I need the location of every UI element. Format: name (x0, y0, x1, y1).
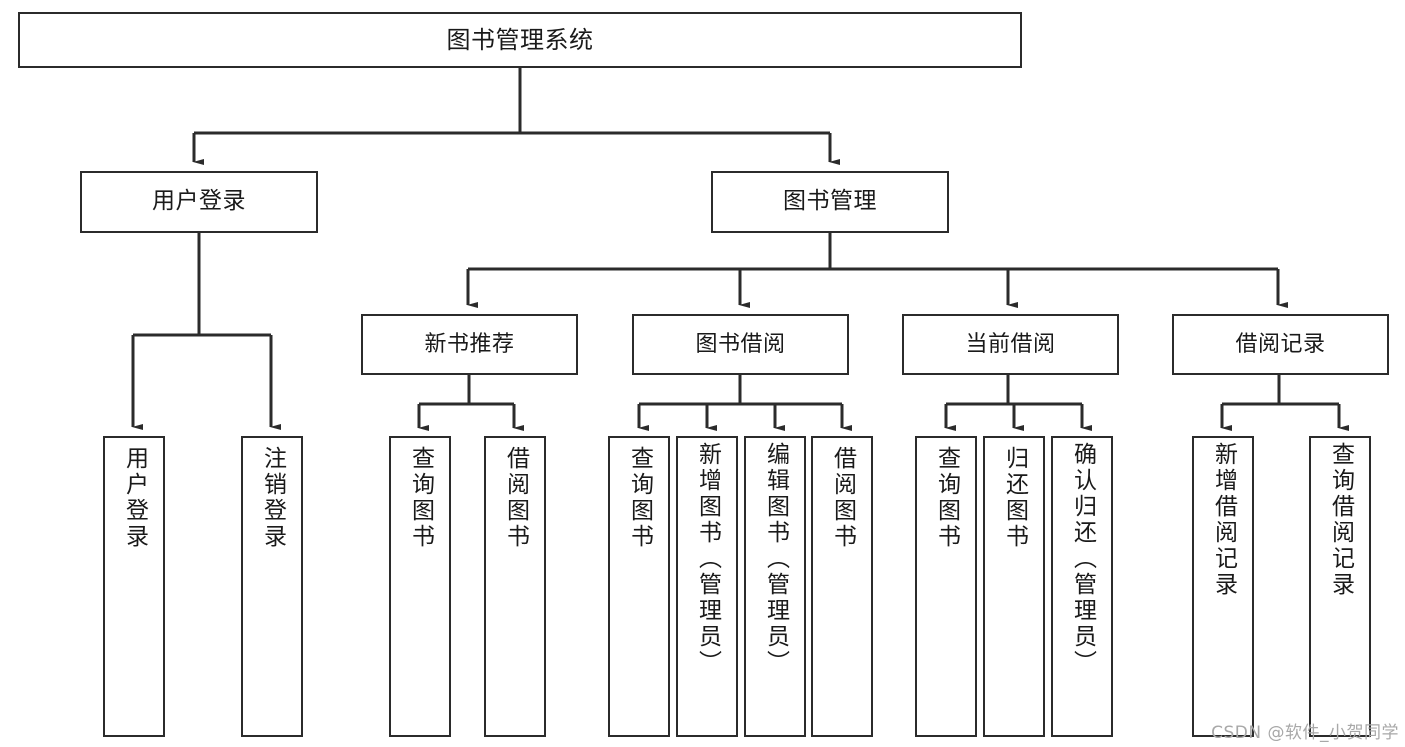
node-new-book-recommendation[interactable]: 新书推荐 (361, 314, 578, 375)
node-user-login[interactable]: 用户登录 (80, 171, 318, 233)
node-leaf-add-book-admin[interactable]: 新增图书（管理员） (676, 436, 738, 737)
node-root-book-management-system[interactable]: 图书管理系统 (18, 12, 1022, 68)
node-label: 查询借阅记录 (1327, 442, 1354, 598)
node-label: 图书管理系统 (446, 25, 594, 54)
node-label: 借阅记录 (1235, 331, 1326, 357)
node-leaf-query-borrow-record[interactable]: 查询借阅记录 (1309, 436, 1371, 737)
node-current-borrow[interactable]: 当前借阅 (902, 314, 1119, 375)
node-leaf-user-login[interactable]: 用户登录 (103, 436, 165, 737)
node-leaf-query-book-1[interactable]: 查询图书 (389, 436, 451, 737)
node-leaf-user-logout[interactable]: 注销登录 (241, 436, 303, 737)
node-book-management[interactable]: 图书管理 (711, 171, 949, 233)
node-label: 用户登录 (152, 188, 246, 215)
node-label: 借阅图书 (502, 446, 529, 550)
node-label: 新增图书（管理员） (694, 442, 721, 676)
node-label: 查询图书 (933, 446, 960, 550)
node-label: 确认归还（管理员） (1069, 442, 1096, 676)
node-leaf-edit-book-admin[interactable]: 编辑图书（管理员） (744, 436, 806, 737)
node-label: 图书管理 (783, 188, 877, 215)
node-leaf-return-book[interactable]: 归还图书 (983, 436, 1045, 737)
node-leaf-borrow-book-1[interactable]: 借阅图书 (484, 436, 546, 737)
node-borrow-record[interactable]: 借阅记录 (1172, 314, 1389, 375)
node-label: 新书推荐 (424, 331, 515, 357)
node-leaf-confirm-return-admin[interactable]: 确认归还（管理员） (1051, 436, 1113, 737)
node-label: 用户登录 (121, 446, 148, 550)
node-label: 新增借阅记录 (1210, 442, 1237, 598)
node-label: 图书借阅 (695, 331, 786, 357)
node-leaf-query-book-2[interactable]: 查询图书 (608, 436, 670, 737)
node-label: 当前借阅 (965, 331, 1056, 357)
node-leaf-borrow-book-2[interactable]: 借阅图书 (811, 436, 873, 737)
node-leaf-add-borrow-record[interactable]: 新增借阅记录 (1192, 436, 1254, 737)
csdn-watermark: CSDN @软件_小贺同学 (1211, 723, 1399, 743)
node-label: 编辑图书（管理员） (762, 442, 789, 676)
node-label: 查询图书 (407, 446, 434, 550)
node-label: 注销登录 (259, 446, 286, 550)
node-leaf-query-book-3[interactable]: 查询图书 (915, 436, 977, 737)
node-label: 查询图书 (626, 446, 653, 550)
node-label: 归还图书 (1001, 446, 1028, 550)
node-book-borrow[interactable]: 图书借阅 (632, 314, 849, 375)
node-label: 借阅图书 (829, 446, 856, 550)
